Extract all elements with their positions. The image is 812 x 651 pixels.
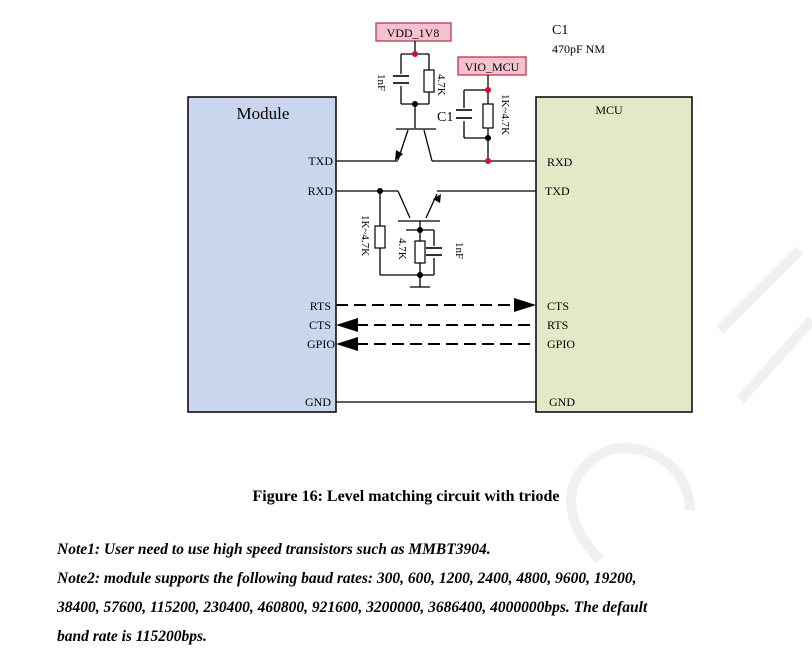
figure-caption: Figure 16: Level matching circuit with t… — [252, 488, 560, 505]
c-top-label: 1nF — [375, 74, 387, 91]
mcu-block — [535, 96, 693, 413]
junction-nodes — [377, 51, 491, 278]
mcu-pin-txd: TXD — [545, 184, 570, 198]
r-bottom-label: 4.7K — [396, 238, 408, 260]
vdd-rail-box — [375, 22, 452, 42]
transistor1-emitter-arrow — [395, 150, 403, 161]
gpio-arrow — [336, 337, 358, 351]
c1-note-title: C1 — [552, 23, 568, 38]
rts-arrow — [514, 298, 536, 312]
module-pin-cts: CTS — [309, 318, 331, 332]
module-pin-gnd: GND — [305, 395, 331, 409]
module-block — [187, 96, 337, 413]
r-bottom-left-label: 1K~4.7K — [359, 215, 371, 256]
r-bottom-left — [374, 225, 386, 249]
module-pin-gpio: GPIO — [307, 337, 335, 351]
r-vio-label: 1K~4.7K — [499, 94, 511, 135]
mcu-pin-cts: CTS — [547, 299, 569, 313]
module-label: Module — [237, 104, 290, 123]
module-pin-txd: TXD — [308, 154, 333, 168]
mcu-pin-gnd: GND — [549, 395, 575, 409]
c1-note-value: 470pF NM — [552, 42, 605, 56]
mcu-label: MCU — [595, 103, 623, 117]
r-bottom — [414, 240, 426, 264]
watermark — [566, 246, 812, 564]
vdd-rail-label: VDD_1V8 — [387, 26, 440, 40]
note-2-line-1: Note2: module supports the following bau… — [57, 570, 637, 587]
mcu-pin-gpio: GPIO — [547, 337, 575, 351]
c1-ref-label: C1 — [437, 110, 453, 125]
wires — [336, 41, 536, 403]
note-1: Note1: User need to use high speed trans… — [57, 541, 491, 558]
vio-rail-label: VIO_MCU — [465, 60, 520, 74]
r-top — [423, 69, 435, 93]
capacitors — [393, 75, 472, 256]
circuit-diagram: Module MCU TXD RXD RTS CTS GPIO GND RXD … — [187, 22, 812, 564]
cts-arrow — [336, 318, 358, 332]
vio-rail-box — [457, 56, 527, 76]
module-pin-rts: RTS — [310, 299, 331, 313]
mcu-pin-rxd: RXD — [547, 155, 573, 169]
r-top-label: 4.7K — [435, 74, 447, 96]
note-2-line-2: 38400, 57600, 115200, 230400, 460800, 92… — [57, 599, 648, 616]
handshake-lines — [336, 304, 536, 345]
r-vio — [482, 103, 494, 129]
module-pin-rxd: RXD — [308, 184, 334, 198]
mcu-pin-rts: RTS — [547, 318, 568, 332]
transistor2-emitter-arrow — [433, 194, 441, 203]
c-bottom-label: 1nF — [453, 242, 465, 259]
